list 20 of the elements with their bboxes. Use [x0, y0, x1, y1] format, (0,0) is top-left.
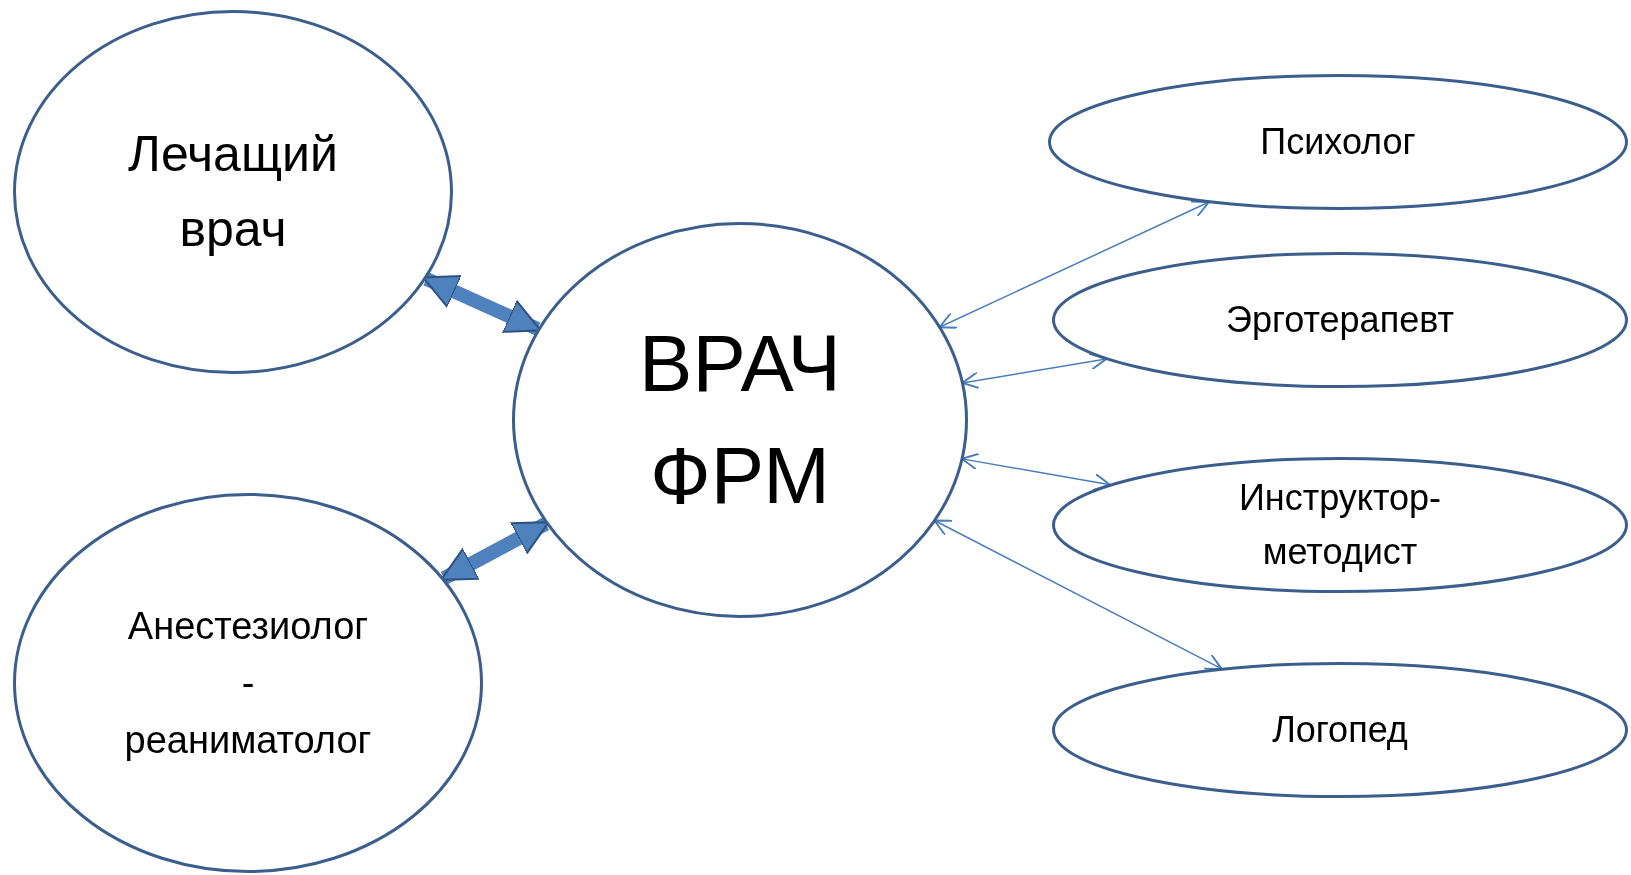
double-arrow — [422, 272, 542, 336]
double-arrow — [440, 517, 550, 585]
ellipse-node — [13, 493, 483, 873]
ellipse-node — [13, 10, 453, 374]
node-label: Инструктор- методист — [1238, 476, 1442, 574]
node-label: ВРАЧ ФРМ — [639, 318, 841, 522]
node-label: Лечащий врач — [128, 125, 338, 259]
ellipse-node — [1048, 74, 1628, 210]
ellipse-node — [512, 222, 968, 618]
double-arrow — [933, 519, 1223, 670]
ellipse-node — [1052, 252, 1628, 388]
double-arrow — [961, 352, 1108, 390]
node-label: Анестезиолог - реаниматолог — [124, 603, 372, 763]
node-label: Логопед — [1272, 707, 1408, 752]
node-label: Эрготерапевт — [1226, 297, 1454, 342]
ellipse-node — [1052, 662, 1628, 798]
double-arrow — [960, 452, 1112, 491]
double-arrow — [938, 200, 1210, 329]
ellipse-node — [1052, 457, 1628, 593]
node-label: Психолог — [1260, 119, 1416, 164]
